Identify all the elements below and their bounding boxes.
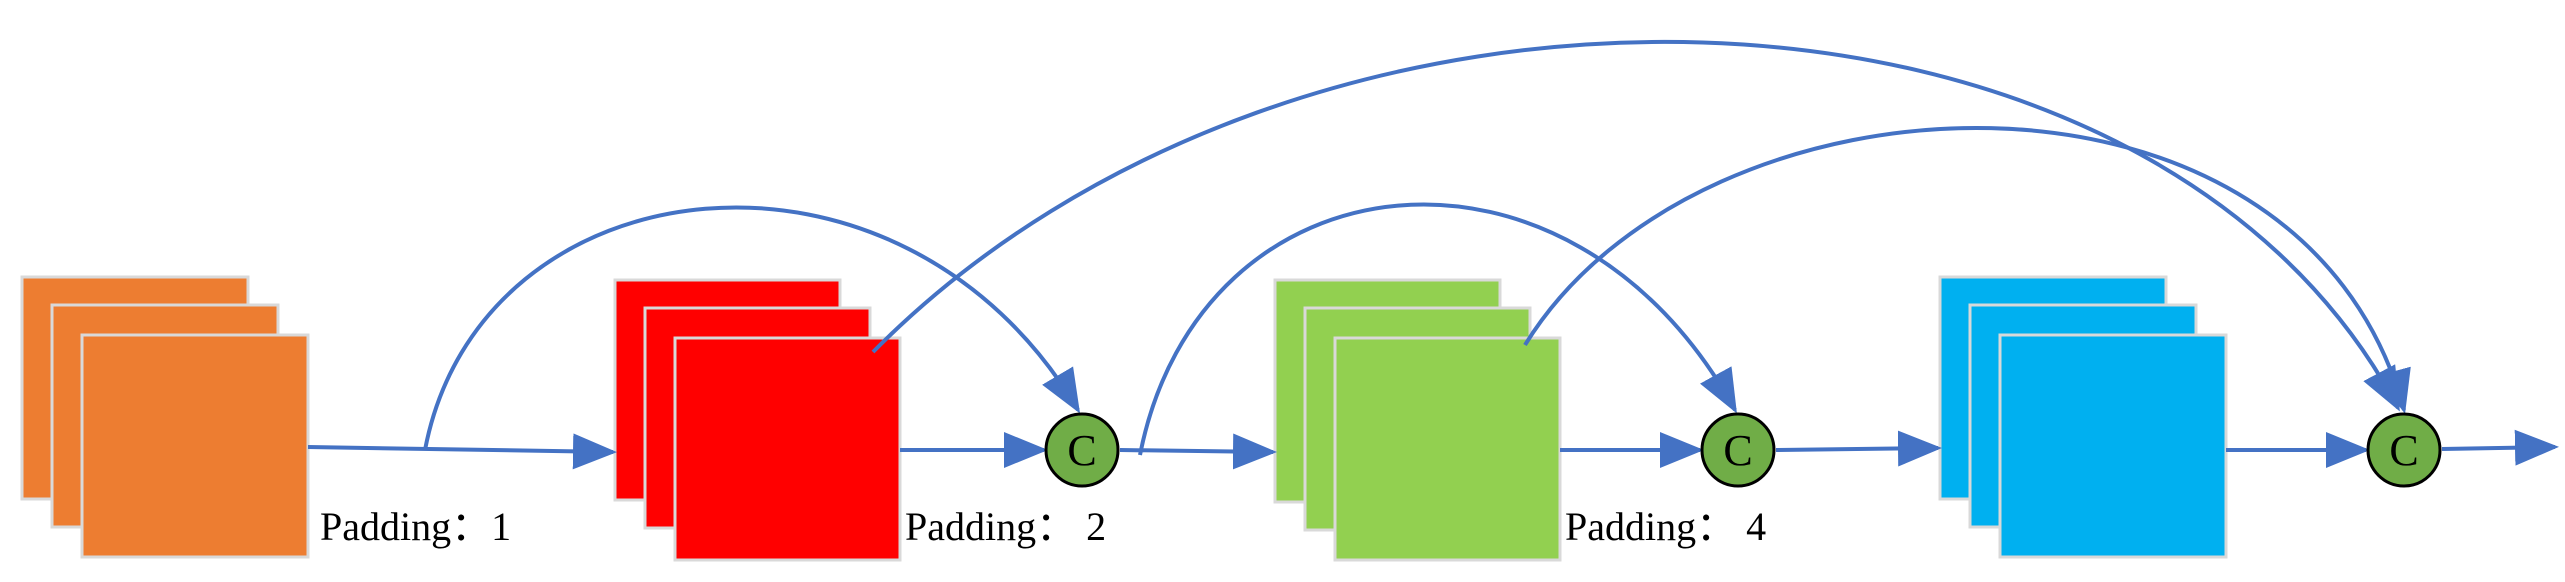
arrow-block1-to-block2: [307, 433, 617, 470]
concat-symbol-3: C: [2389, 426, 2418, 475]
concat-symbol-1: C: [1067, 426, 1096, 475]
arrow-concat3-output: [2441, 429, 2559, 466]
skip-arc-2-to-concat2: [1138, 202, 1737, 456]
arrow-concat2-to-block4: [1775, 430, 1942, 467]
feature-map-block-3: [1273, 278, 1562, 562]
feature-map-block-2: [613, 278, 902, 562]
feature-sheet-4c: [1998, 333, 2228, 559]
padding-label-1: Padding：1: [320, 504, 511, 549]
concat-circle-3: [2366, 412, 2442, 488]
skip-arc-block3-to-concat3: [1523, 125, 2411, 414]
concat-symbol-2: C: [1723, 426, 1752, 475]
concat-node-1: C: [1044, 412, 1120, 488]
concat-circle-2: [1700, 412, 1776, 488]
feature-sheet-1c: [80, 333, 310, 559]
concat-circle-1: [1044, 412, 1120, 488]
padding-label-2: Padding： 2: [905, 504, 1106, 549]
skip-arc-1-to-concat1: [423, 205, 1081, 451]
padding-label-3: Padding： 4: [1565, 504, 1766, 549]
feature-sheet-2c: [673, 336, 902, 562]
skip-arc-block2-to-concat3: [871, 40, 2400, 412]
feature-sheet-3c: [1333, 336, 1562, 562]
concat-node-2: C: [1700, 412, 1776, 488]
feature-map-block-4: [1938, 275, 2228, 559]
arrow-concat1-to-block3: [1119, 433, 1277, 470]
feature-map-block-1: [20, 275, 310, 559]
concat-node-3: C: [2366, 412, 2442, 488]
